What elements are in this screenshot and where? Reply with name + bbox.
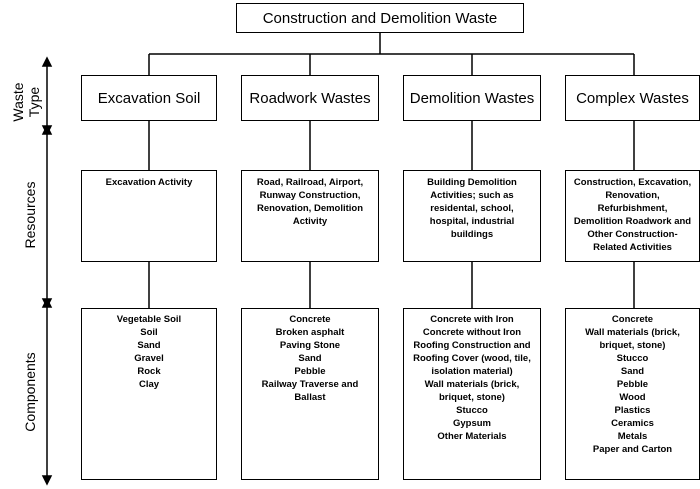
list-item: Building Demolition [427,177,517,188]
list-item: Soil [140,327,158,338]
list-item: Gypsum [452,418,491,429]
list-item: Road, Railroad, Airport, [256,177,364,188]
list-item: Refurbishment, [597,203,668,214]
list-item: Sand [298,353,322,364]
list-item: Activities; such as [430,190,514,201]
list-item: Renovation, [605,190,660,201]
resources-box-complex-wastes: Construction, Excavation, Renovation, Refu… [565,170,700,262]
diagram-title: Construction and Demolition Waste [236,3,524,33]
list-item: Rock [137,366,161,377]
side-label-waste-type: Waste Type [10,82,42,122]
resources-list: Construction, Excavation, Renovation, Refu… [574,176,691,254]
list-item: Ceramics [611,418,654,429]
list-item: Excavation Activity [105,177,193,188]
list-item: Pebble [294,366,326,377]
list-item: Paper and Carton [592,444,673,455]
list-item: Concrete [289,314,331,325]
type-box-roadwork-wastes: Roadwork Wastes [241,75,379,121]
list-item: Other Construction- [587,229,678,240]
list-item: Stucco [456,405,488,416]
list-item: Concrete with Iron [430,314,514,325]
list-item: Stucco [616,353,649,364]
list-item: Other Materials [437,431,507,442]
list-item: isolation material) [431,366,513,377]
list-item: briquet, stone) [439,392,505,403]
list-item: Vegetable Soil [116,314,182,325]
list-item: Gravel [134,353,164,364]
list-item: briquet, stone) [599,340,666,351]
list-item: Railway Traverse and [261,379,359,390]
side-label-components: Components [22,352,38,432]
list-item: Activity [292,216,328,227]
resources-box-excavation-soil: Excavation Activity [81,170,217,262]
list-item: Demolition Roadwork and [573,216,692,227]
list-item: Renovation, Demolition [256,203,364,214]
resources-list: Road, Railroad, Airport, Runway Construct… [257,176,363,228]
list-item: Ballast [294,392,326,403]
list-item: Related Activities [593,242,672,253]
list-item: Construction, Excavation, [573,177,692,188]
list-item: Concrete without Iron [422,327,522,338]
list-item: Roofing Construction and [413,340,531,351]
list-item: Concrete [611,314,654,325]
list-item: Paving Stone [279,340,341,351]
type-box-excavation-soil: Excavation Soil [81,75,217,121]
list-item: Wall materials (brick, [585,327,680,338]
resources-box-roadwork-wastes: Road, Railroad, Airport, Runway Construct… [241,170,379,262]
side-label-resources: Resources [22,181,38,249]
type-box-demolition-wastes: Demolition Wastes [403,75,541,121]
list-item: residental, school, [430,203,514,214]
list-item: Metals [617,431,648,442]
list-item: Clay [138,379,160,390]
list-item: Roofing Cover (wood, tile, [413,353,531,364]
list-item: Runway Construction, [259,190,361,201]
list-item: Sand [620,366,645,377]
list-item: buildings [450,229,494,240]
resources-list: Excavation Activity [106,176,193,189]
axis-arrow-components [41,297,53,486]
list-item: Wall materials (brick, [424,379,520,390]
list-item: hospital, industrial [429,216,515,227]
type-box-complex-wastes: Complex Wastes [565,75,700,121]
list-item: Plastics [614,405,651,416]
list-item: Pebble [616,379,649,390]
axis-arrow-resources [41,124,53,309]
list-item: Broken asphalt [275,327,345,338]
list-item: Wood [619,392,646,403]
list-item: Sand [137,340,161,351]
axis-arrow-waste-type [41,56,53,136]
